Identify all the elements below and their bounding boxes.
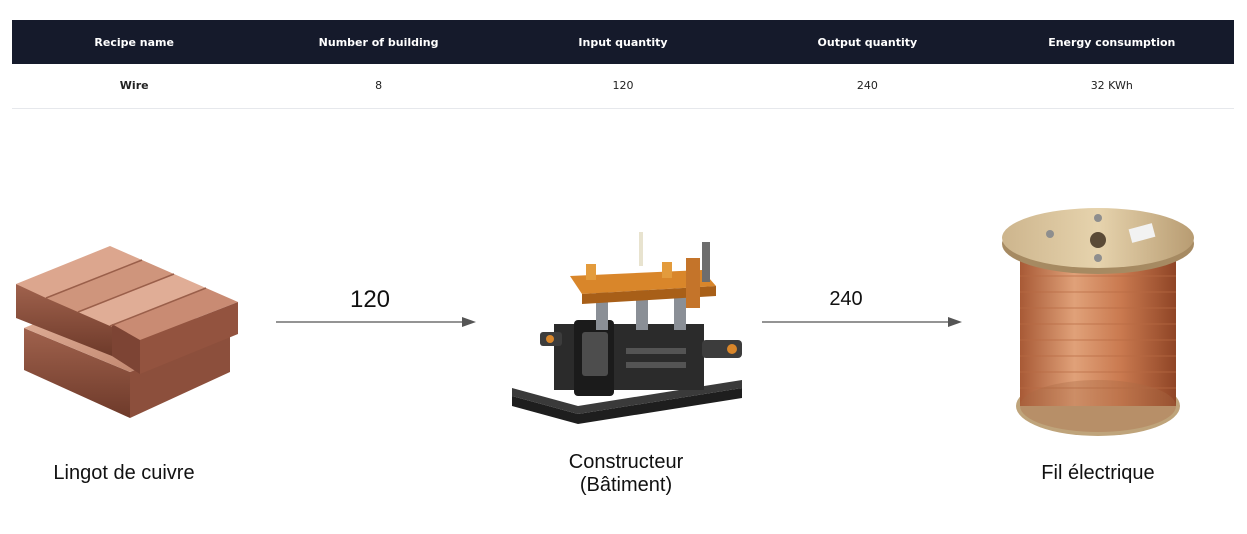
input-quantity-label: 120 xyxy=(349,286,391,313)
building-label: Constructeur (Bâtiment) xyxy=(526,451,726,497)
building-label-line2: (Bâtiment) xyxy=(579,474,673,496)
cell-recipe-name: Wire xyxy=(12,64,257,109)
cell-output-quantity: 240 xyxy=(745,64,990,109)
building-label-line1: Constructeur xyxy=(568,451,684,473)
cell-energy-consumption: 32 KWh xyxy=(989,64,1234,109)
table-row: Wire 8 120 240 32 KWh xyxy=(12,64,1234,109)
header-output-quantity: Output quantity xyxy=(745,20,990,64)
header-number-of-building: Number of building xyxy=(256,20,501,64)
input-item-label: Lingot de cuivre xyxy=(53,462,195,484)
output-item-label: Fil électrique xyxy=(1041,462,1155,484)
header-input-quantity: Input quantity xyxy=(500,20,746,64)
header-energy-consumption: Energy consumption xyxy=(989,20,1234,64)
wire-spool-icon xyxy=(1002,208,1194,436)
cell-input-quantity: 120 xyxy=(500,64,746,109)
output-arrow xyxy=(762,317,962,327)
copper-ingot-icon xyxy=(16,246,238,418)
input-arrow xyxy=(276,317,476,327)
recipe-table: Recipe name Number of building Input qua… xyxy=(12,20,1234,109)
constructor-machine-icon xyxy=(512,232,742,424)
header-recipe-name: Recipe name xyxy=(12,20,257,64)
output-quantity-label: 240 xyxy=(829,288,863,310)
table-header-row: Recipe name Number of building Input qua… xyxy=(12,20,1234,64)
cell-number-of-building: 8 xyxy=(256,64,501,109)
